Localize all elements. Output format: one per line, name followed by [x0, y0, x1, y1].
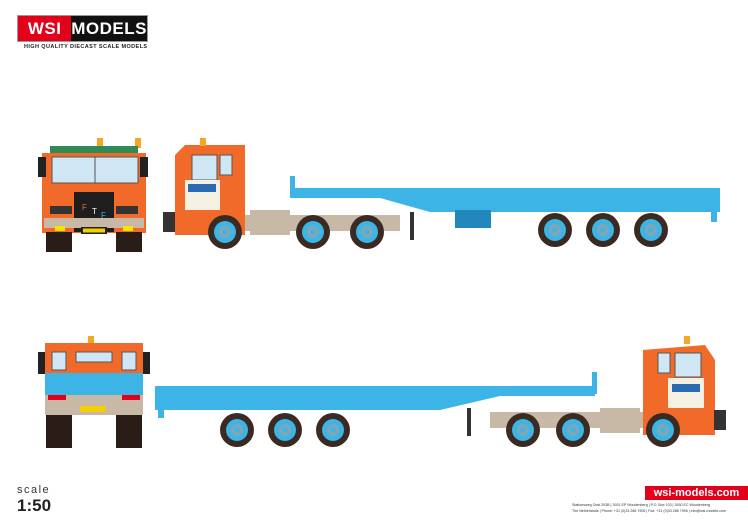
- rear-view: [38, 336, 150, 448]
- svg-text:T: T: [92, 207, 97, 216]
- address-line-2: The Netherlands | Phone: +31 (0)33 286 7…: [572, 509, 726, 513]
- svg-text:F: F: [82, 203, 87, 212]
- front-view: F T F: [38, 138, 148, 252]
- scale-label: scale: [17, 484, 51, 496]
- logo-models: MODELS: [71, 16, 147, 41]
- logo-wsi: WSI: [18, 16, 72, 41]
- wsi-models-logo: WSI MODELS: [17, 15, 148, 42]
- website-link[interactable]: wsi-models.com: [645, 486, 748, 500]
- brand-tagline: HIGH QUALITY DIECAST SCALE MODELS: [24, 44, 148, 50]
- scale-value: 1:50: [17, 496, 52, 515]
- svg-text:F: F: [101, 211, 106, 220]
- left-side-view: [163, 138, 720, 249]
- address-line-1: Stationsweg Oost 203B | 3931 EP Woudenbe…: [572, 503, 710, 507]
- right-side-view: [155, 336, 726, 447]
